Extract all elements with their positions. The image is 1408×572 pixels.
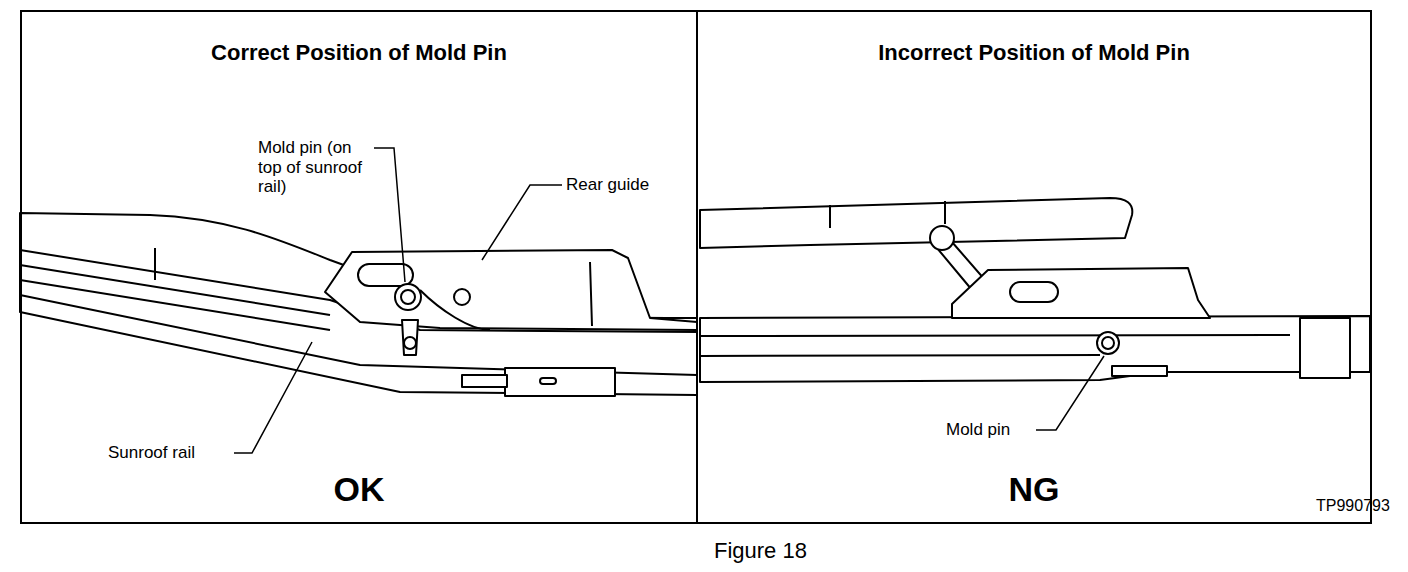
pin-clip bbox=[404, 337, 416, 349]
part-label: Rear guide bbox=[566, 175, 649, 195]
guide-hole bbox=[454, 289, 470, 305]
leader-line bbox=[374, 148, 405, 282]
guide-edge bbox=[590, 262, 592, 326]
sunroof-rail bbox=[20, 213, 697, 395]
figure-panel: Incorrect Position of Mold PinNG bbox=[696, 10, 1372, 524]
sunroof-rail bbox=[700, 316, 1370, 382]
rail-tab bbox=[154, 248, 156, 280]
verdict-label: OK bbox=[22, 470, 696, 509]
guide-slot bbox=[1010, 282, 1058, 302]
leader-line bbox=[234, 342, 312, 453]
mold-pin bbox=[395, 284, 421, 310]
figure-caption: Figure 18 bbox=[714, 538, 807, 564]
leader-line bbox=[482, 185, 562, 260]
glass-bracket bbox=[700, 198, 1132, 248]
verdict-label: NG bbox=[698, 470, 1370, 509]
rail-block bbox=[505, 368, 615, 396]
rail-line bbox=[700, 335, 1290, 356]
leader-line bbox=[1036, 356, 1104, 430]
rear-guide bbox=[952, 268, 1210, 318]
rail-end bbox=[1300, 318, 1350, 378]
part-label: Sunroof rail bbox=[108, 443, 195, 463]
panel-heading: Correct Position of Mold Pin bbox=[22, 40, 696, 66]
rail-block bbox=[1112, 366, 1167, 376]
mold-pin bbox=[1102, 337, 1114, 349]
figure-code: TP990793 bbox=[1316, 497, 1390, 515]
part-label: Mold pin bbox=[946, 420, 1010, 440]
arm-joint bbox=[930, 226, 954, 250]
panel-heading: Incorrect Position of Mold Pin bbox=[698, 40, 1370, 66]
part-label: Mold pin (on top of sunroof rail) bbox=[258, 138, 370, 197]
rear-guide bbox=[325, 250, 697, 330]
pin-clip bbox=[402, 320, 418, 355]
mold-pin bbox=[401, 290, 415, 304]
mold-pin bbox=[1097, 332, 1119, 354]
guide-edge bbox=[420, 290, 490, 330]
rail-block bbox=[462, 375, 507, 387]
bracket-tab bbox=[830, 201, 945, 228]
rail-block bbox=[540, 378, 556, 384]
rail-line bbox=[20, 265, 330, 315]
rail-line bbox=[20, 250, 697, 332]
